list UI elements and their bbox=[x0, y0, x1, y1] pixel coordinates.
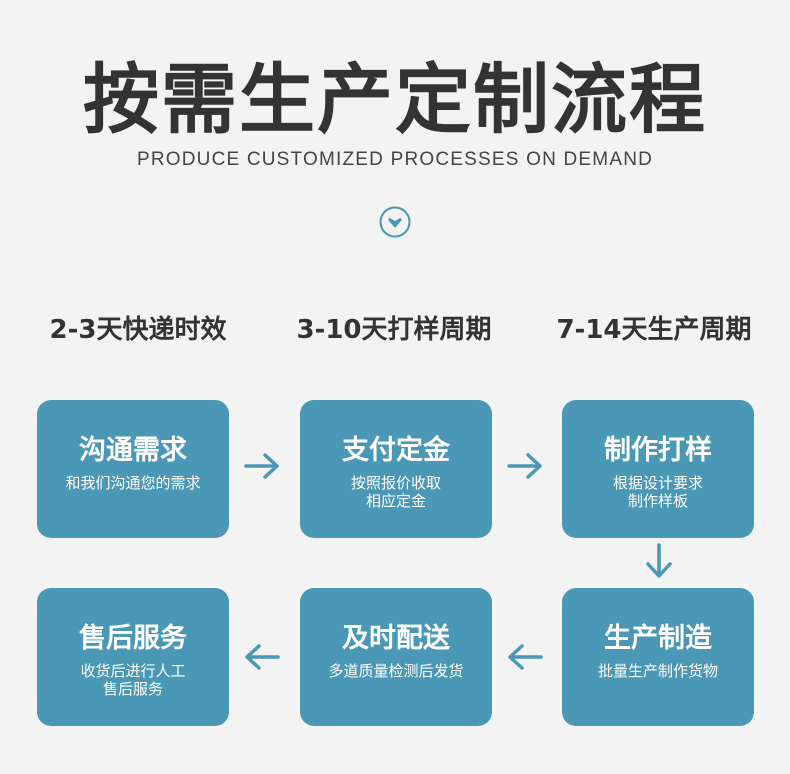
step-desc: 和我们沟通您的需求 bbox=[65, 474, 201, 492]
step-title: 售后服务 bbox=[79, 623, 187, 654]
period-express: 2-3天快递时效 bbox=[49, 315, 227, 345]
step-desc: 根据设计要求 制作样板 bbox=[612, 474, 703, 510]
step-title: 制作打样 bbox=[604, 435, 712, 466]
page-subtitle: PRODUCE CUSTOMIZED PROCESSES ON DEMAND bbox=[136, 149, 654, 170]
step-title: 及时配送 bbox=[342, 623, 450, 654]
arrow-down-icon bbox=[645, 543, 673, 579]
arrow-right-icon bbox=[507, 452, 543, 480]
step-card-sample: 制作打样 根据设计要求 制作样板 bbox=[562, 400, 754, 538]
step-title: 支付定金 bbox=[342, 435, 450, 466]
step-title: 生产制造 bbox=[604, 623, 712, 654]
chevron-down-circle-icon bbox=[379, 206, 411, 238]
arrow-right-icon bbox=[244, 452, 280, 480]
step-desc: 多道质量检测后发货 bbox=[328, 662, 464, 680]
period-production: 7-14天生产周期 bbox=[556, 315, 752, 345]
arrow-left-icon bbox=[507, 643, 543, 671]
step-card-deposit: 支付定金 按照报价收取 相应定金 bbox=[300, 400, 492, 538]
page-title: 按需生产定制流程 bbox=[83, 55, 707, 144]
step-card-aftersales: 售后服务 收货后进行人工 售后服务 bbox=[37, 588, 229, 726]
step-title: 沟通需求 bbox=[79, 435, 187, 466]
period-sampling: 3-10天打样周期 bbox=[296, 315, 492, 345]
step-card-manufacture: 生产制造 批量生产制作货物 bbox=[562, 588, 754, 726]
step-desc: 按照报价收取 相应定金 bbox=[350, 474, 441, 510]
arrow-left-icon bbox=[244, 643, 280, 671]
step-desc: 收货后进行人工 售后服务 bbox=[80, 662, 186, 698]
step-desc: 批量生产制作货物 bbox=[597, 662, 718, 680]
step-card-communicate: 沟通需求 和我们沟通您的需求 bbox=[37, 400, 229, 538]
step-card-delivery: 及时配送 多道质量检测后发货 bbox=[300, 588, 492, 726]
